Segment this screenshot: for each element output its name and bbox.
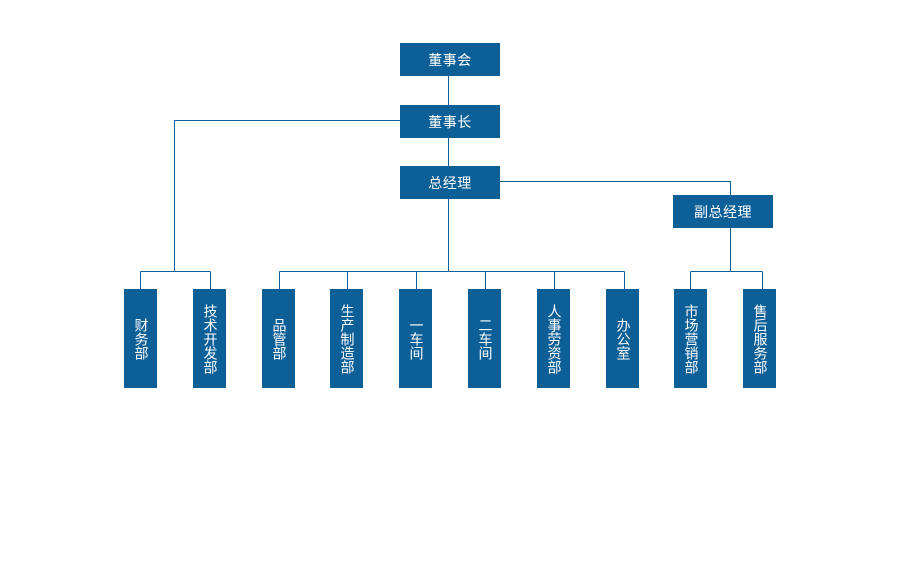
marketing-dept-node: 市场营销部	[674, 289, 707, 388]
workshop-2-label: 二车间	[476, 317, 493, 360]
hr-dept-node: 人事劳资部	[537, 289, 570, 388]
after-sales-dept-node: 售后服务部	[743, 289, 776, 388]
board-label: 董事会	[428, 52, 472, 69]
workshop-1-label: 一车间	[407, 317, 424, 360]
tech-dev-dept-node: 技术开发部	[193, 289, 226, 388]
office-label: 办公室	[614, 317, 631, 360]
workshop-2-node: 二车间	[468, 289, 501, 388]
connector-gm-deputy	[500, 181, 731, 195]
after-sales-dept-label: 售后服务部	[751, 303, 768, 374]
marketing-dept-label: 市场营销部	[682, 303, 699, 374]
quality-dept-label: 品管部	[270, 317, 287, 360]
connector-chairman-left-branch	[174, 120, 400, 272]
board-node: 董事会	[400, 43, 500, 76]
workshop-1-node: 一车间	[399, 289, 432, 388]
quality-dept-node: 品管部	[262, 289, 295, 388]
general-manager-node: 总经理	[400, 166, 500, 199]
hr-dept-label: 人事劳资部	[545, 303, 562, 374]
tech-dev-dept-label: 技术开发部	[201, 303, 218, 374]
chairman-label: 董事长	[428, 114, 472, 131]
production-dept-node: 生产制造部	[330, 289, 363, 388]
production-dept-label: 生产制造部	[338, 303, 355, 374]
finance-dept-label: 财务部	[132, 317, 149, 360]
finance-dept-node: 财务部	[124, 289, 157, 388]
office-node: 办公室	[606, 289, 639, 388]
deputy-general-manager-node: 副总经理	[673, 195, 773, 228]
chairman-node: 董事长	[400, 105, 500, 138]
deputy-general-manager-label: 副总经理	[694, 204, 752, 221]
general-manager-label: 总经理	[428, 175, 472, 192]
